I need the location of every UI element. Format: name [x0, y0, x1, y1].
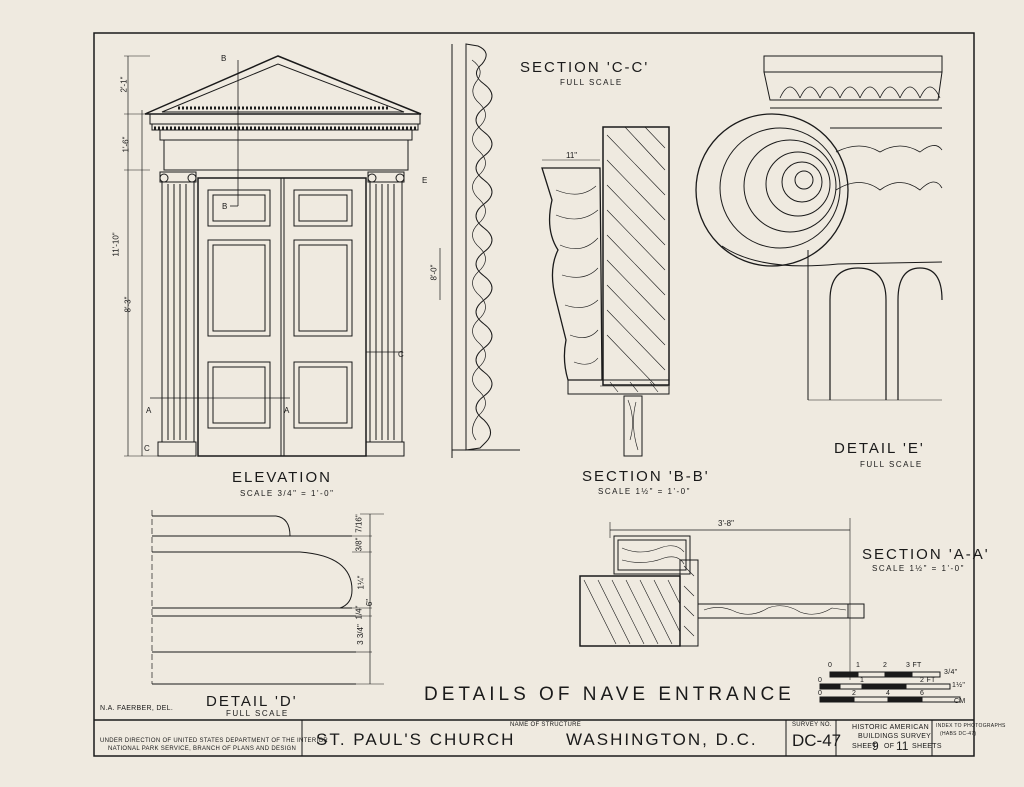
scale3-tick-2: 4: [886, 690, 891, 697]
dim-elev-1-6: 1'-6": [121, 136, 131, 153]
survey-caption: SURVEY NO.: [792, 722, 832, 728]
name-caption: NAME OF STRUCTURE: [510, 722, 582, 728]
section-aa-view: [579, 518, 865, 680]
scale2-label: 1½": [952, 682, 966, 689]
elevation-view: [124, 55, 422, 457]
dim-d-3: 1¼": [356, 575, 366, 590]
marker-b-bottom: B: [222, 202, 228, 211]
scale3-tick-0: 0: [818, 690, 823, 697]
marker-b-top: B: [221, 54, 227, 63]
scale3-label: CM: [954, 698, 966, 705]
dim-elev-2-1: 2'-1": [119, 76, 129, 93]
dim-d-6: 3 3/4": [355, 624, 365, 645]
scale1-tick-1: 1: [856, 662, 861, 669]
agency-line-1: HISTORIC AMERICAN: [852, 724, 929, 731]
dim-d-4: 6": [365, 598, 375, 607]
elevation-scale: SCALE 3/4" = 1'-0": [240, 489, 335, 498]
section-bb-view: [541, 126, 670, 457]
scale1-label: 3/4": [944, 669, 958, 676]
section-bb-title: SECTION 'B-B': [582, 468, 710, 485]
detail-e-title: DETAIL 'E': [834, 440, 925, 457]
detail-d-scale: FULL SCALE: [226, 709, 289, 718]
location: WASHINGTON, D.C.: [566, 730, 758, 749]
detail-e-view: [695, 55, 943, 401]
dim-d-1: 7/16": [354, 514, 364, 533]
section-cc-title: SECTION 'C-C': [520, 59, 650, 76]
sheet-total: 11: [896, 739, 909, 753]
marker-c-right: C: [398, 350, 404, 359]
section-bb-scale: SCALE 1½" = 1'-0": [598, 487, 691, 496]
agency-line-2: BUILDINGS SURVEY: [858, 733, 932, 740]
section-cc-view: [439, 43, 520, 458]
structure-name: ST. PAUL'S CHURCH: [316, 730, 516, 749]
dim-elev-8-3: 8'-3": [123, 296, 133, 313]
index-line-2: (HABS DC-47): [940, 731, 977, 737]
dim-cc-8-0: 8'-0": [429, 264, 439, 281]
scale1-tick-2: 2: [883, 662, 888, 669]
scale2-tick-0: 0: [818, 677, 823, 684]
detail-e-scale: FULL SCALE: [860, 460, 923, 469]
scale3-tick-3: 6: [920, 690, 925, 697]
elevation-title: ELEVATION: [232, 469, 332, 486]
marker-c-left: C: [144, 444, 150, 453]
section-aa-title: SECTION 'A-A': [862, 546, 990, 563]
dim-d-5: 1/4": [354, 605, 364, 620]
dim-elev-11-10: 11'-10": [111, 232, 121, 257]
of-word: OF: [884, 743, 895, 750]
section-aa-scale: SCALE 1½" = 1'-0": [872, 564, 965, 573]
marker-a-left: A: [146, 406, 152, 415]
scale1-tick-0: 0: [828, 662, 833, 669]
dim-d-2: 3/8": [354, 537, 364, 552]
scale1-tick-3: 3 FT: [906, 662, 922, 669]
section-cc-scale: FULL SCALE: [560, 78, 623, 87]
sheets-word: SHEETS: [912, 743, 942, 750]
marker-a-right: A: [284, 406, 290, 415]
detail-d-title: DETAIL 'D': [206, 693, 298, 710]
survey-number: DC-47: [792, 731, 842, 750]
marker-e: E: [422, 176, 428, 185]
scale3-tick-1: 2: [852, 690, 857, 697]
index-line-1: INDEX TO PHOTOGRAPHS: [936, 723, 1006, 729]
scale2-tick-1: 1: [860, 677, 865, 684]
sheet-number: 9: [872, 739, 879, 753]
dim-bb-11: 11": [566, 151, 578, 160]
sheet-word: SHEET: [852, 743, 877, 750]
detail-d-view: [151, 510, 384, 685]
graphic-scales: [819, 671, 961, 703]
scale2-tick-2: 2 FT: [920, 677, 936, 684]
sheet-title: DETAILS OF NAVE ENTRANCE: [424, 684, 795, 705]
dim-aa-3-8: 3'-8": [718, 519, 734, 528]
sheet-border: [93, 32, 975, 757]
direction-line-2: NATIONAL PARK SERVICE, BRANCH OF PLANS A…: [108, 746, 297, 752]
direction-line-1: UNDER DIRECTION OF UNITED STATES DEPARTM…: [100, 738, 329, 744]
delineator: N.A. FAERBER, DEL.: [100, 705, 174, 712]
